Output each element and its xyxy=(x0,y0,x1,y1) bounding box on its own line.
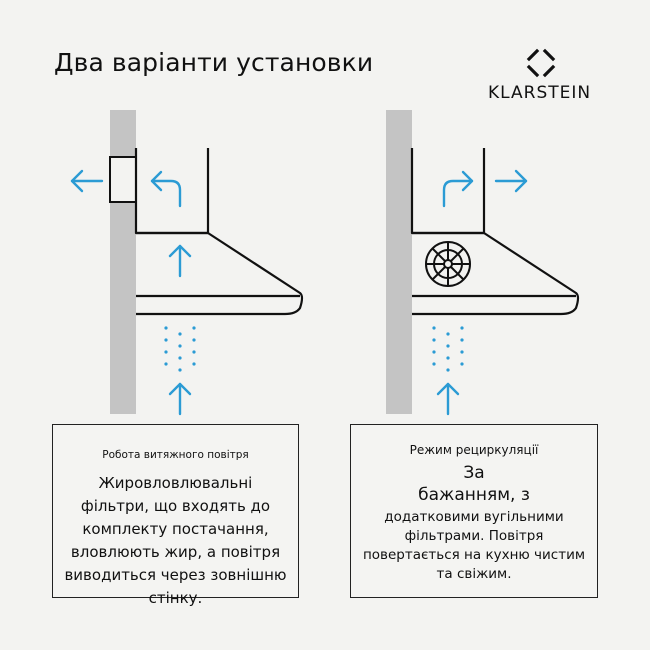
recirculation-line-3: додатковими вугільними фільтрами. Повітр… xyxy=(362,509,586,582)
right-turn-arrow-icon xyxy=(442,170,474,208)
page-title: Два варіанти установки xyxy=(54,48,374,77)
exhaust-info-box: Робота витяжного повітря Жировловлювальн… xyxy=(52,424,299,607)
carbon-filter-fan-icon xyxy=(425,241,471,287)
brand: KLARSTEIN xyxy=(488,48,600,104)
exhaust-mode-illustration xyxy=(70,110,304,416)
brand-name: KLARSTEIN xyxy=(488,83,592,103)
recirculation-line-2: бажанням, з xyxy=(418,485,530,505)
exhaust-caption: Робота витяжного повітря xyxy=(102,449,249,461)
recirculation-mode-illustration xyxy=(386,110,580,416)
recirculation-info-box: Режим рециркуляції За бажанням, з додатк… xyxy=(350,424,598,598)
left-hood xyxy=(134,148,304,316)
wall-duct xyxy=(109,156,137,203)
right-outflow-arrow-icon xyxy=(494,169,528,193)
right-wall xyxy=(386,110,412,414)
left-steam-dots xyxy=(164,326,196,372)
left-bottom-arrow-icon xyxy=(168,382,192,416)
recirculation-line-1: За xyxy=(463,463,485,483)
left-turn-arrow-icon xyxy=(150,170,182,208)
exhaust-description: Жировловлювальні фільтри, що входять до … xyxy=(64,474,287,607)
right-steam-dots xyxy=(432,326,464,372)
left-wall xyxy=(110,110,136,414)
right-bottom-arrow-icon xyxy=(436,382,460,416)
right-hood xyxy=(410,148,580,316)
klarstein-logo-icon xyxy=(526,48,556,78)
left-outflow-arrow-icon xyxy=(70,169,104,193)
left-up-arrow-icon xyxy=(168,244,192,278)
recirculation-caption: Режим рециркуляції xyxy=(409,443,539,457)
